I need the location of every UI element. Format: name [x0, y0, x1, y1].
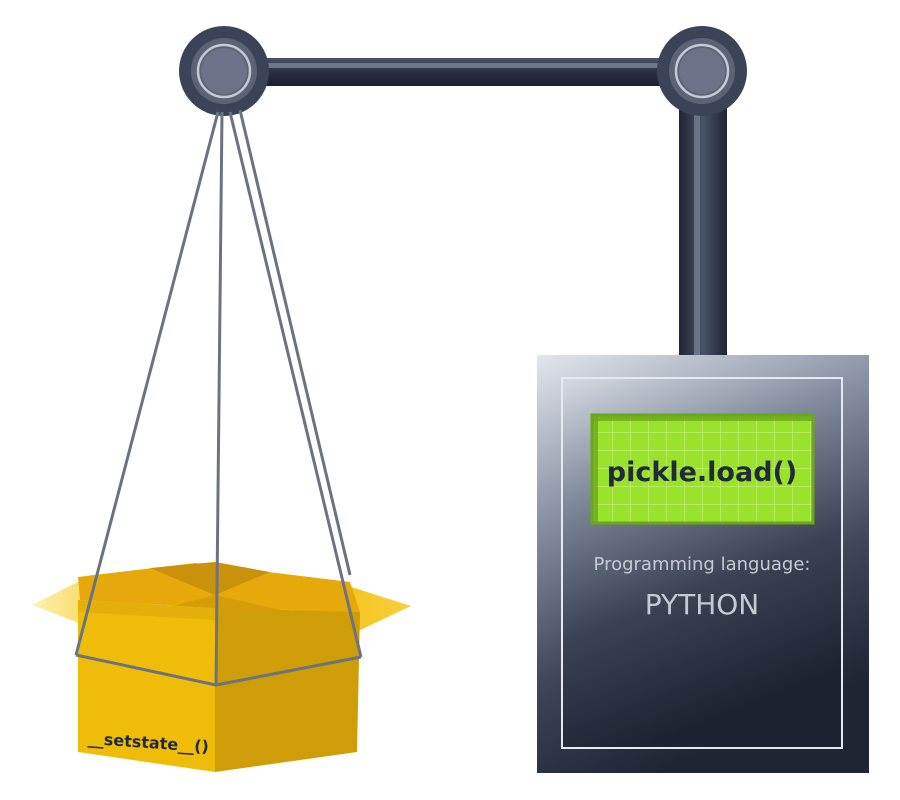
rope-right	[228, 111, 363, 658]
setstate-box: __setstate__()	[32, 562, 411, 772]
rope-center	[214, 111, 224, 686]
crane-joint-right	[657, 26, 747, 116]
crane-joint-left	[179, 26, 269, 116]
rope-sling	[75, 653, 362, 687]
screen-code-text: pickle.load()	[607, 457, 797, 488]
crane-arm	[222, 58, 704, 86]
machine-screen: pickle.load()	[590, 413, 815, 525]
rope-back	[238, 109, 352, 576]
crane-ropes	[74, 109, 363, 687]
language-label: Programming language:	[594, 554, 811, 575]
rope-left	[74, 111, 220, 656]
crane-post	[679, 90, 727, 360]
language-name: PYTHON	[645, 588, 760, 621]
